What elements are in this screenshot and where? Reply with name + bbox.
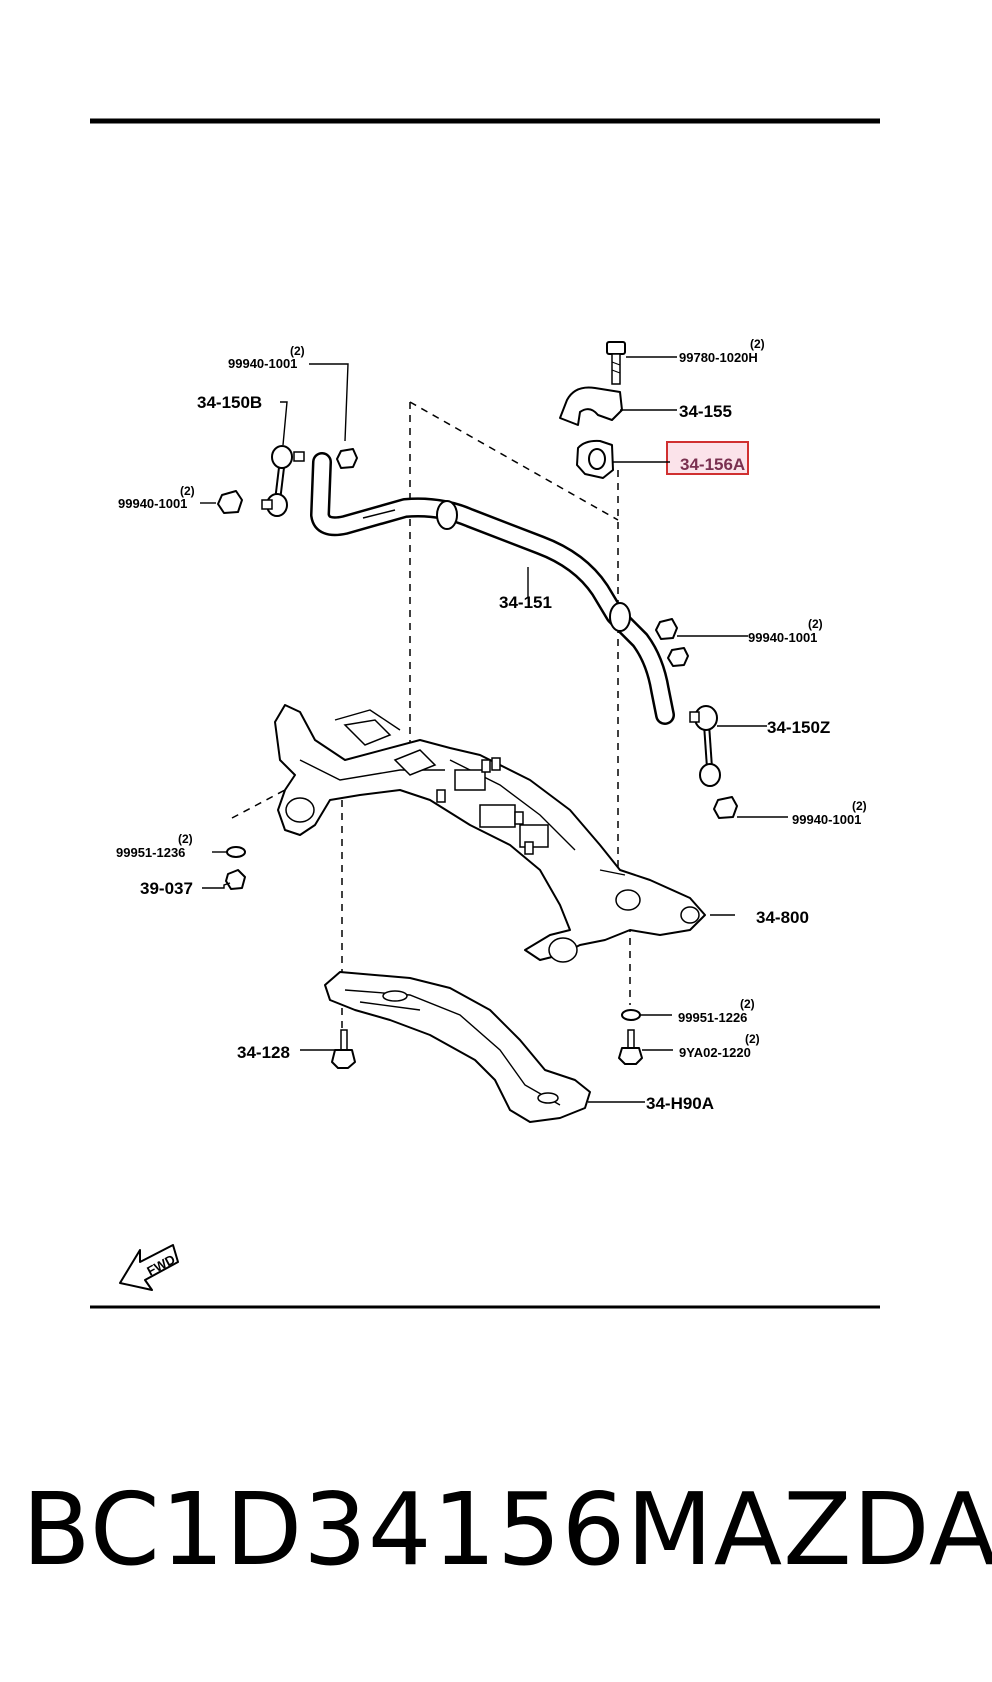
label-99940-1001-d: 99940-1001 [792, 812, 861, 827]
footer-brand: MAZDA [626, 1471, 992, 1588]
assembly-guide-lines [231, 401, 631, 1030]
nut-left-lower [217, 490, 243, 514]
label-99780-1020H: 99780-1020H [679, 350, 758, 365]
washer-left [226, 846, 246, 858]
label-99951-1236-qty: (2) [178, 832, 193, 846]
label-99940-1001-c: 99940-1001 [748, 630, 817, 645]
bracket-bolt[interactable] [606, 341, 626, 385]
label-99940-1001-d-qty: (2) [852, 799, 867, 813]
label-99940-1001-b-qty: (2) [180, 484, 195, 498]
label-34-156A: 34-156A [680, 455, 745, 474]
washer-right [621, 1009, 641, 1021]
stabilizer-bracket[interactable] [559, 386, 623, 426]
label-34-155: 34-155 [679, 402, 732, 421]
label-99940-1001-a: 99940-1001 [228, 356, 297, 371]
stabilizer-link-right[interactable] [689, 705, 721, 787]
label-39-037: 39-037 [140, 879, 193, 898]
leader-lines [200, 356, 788, 1103]
nut-right-lower [713, 796, 738, 819]
label-99940-1001-a-qty: (2) [290, 344, 305, 358]
bolt-34-128 [331, 1029, 356, 1069]
label-99780-1020H-qty: (2) [750, 337, 765, 351]
label-99940-1001-b: 99940-1001 [118, 496, 187, 511]
footer-part-number: BC1D34156 [22, 1471, 627, 1588]
stabilizer-bar[interactable] [310, 452, 675, 725]
label-9YA02-1220-qty: (2) [745, 1032, 760, 1046]
label-99951-1226-qty: (2) [740, 997, 755, 1011]
bolt-9YA02-1220 [618, 1029, 643, 1065]
nut-right-middle [667, 647, 689, 667]
label-99951-1226: 99951-1226 [678, 1010, 747, 1025]
label-34-150Z: 34-150Z [767, 718, 830, 737]
label-34-128: 34-128 [237, 1043, 290, 1062]
label-99951-1236: 99951-1236 [116, 845, 185, 860]
label-99940-1001-c-qty: (2) [808, 617, 823, 631]
part-labels: (2) 99940-1001 34-150B (2) 99940-1001 (2… [116, 337, 867, 1113]
label-34-150B: 34-150B [197, 393, 262, 412]
label-34-H90A: 34-H90A [646, 1094, 714, 1113]
label-9YA02-1220: 9YA02-1220 [679, 1045, 751, 1060]
crossmember[interactable] [274, 704, 706, 963]
highlight-box [666, 441, 749, 475]
fwd-label: FWD [144, 1251, 177, 1278]
stabilizer-link-left[interactable] [261, 445, 305, 517]
label-34-800: 34-800 [756, 908, 809, 927]
footer: BC1D34156 MAZDA [22, 1471, 992, 1588]
bolt-39-037 [225, 869, 246, 890]
nut-left-upper [336, 448, 358, 469]
label-34-151: 34-151 [499, 593, 552, 612]
forward-arrow-icon: FWD [119, 1244, 179, 1291]
underbody-brace[interactable] [324, 971, 591, 1123]
nut-right-upper [655, 618, 678, 640]
